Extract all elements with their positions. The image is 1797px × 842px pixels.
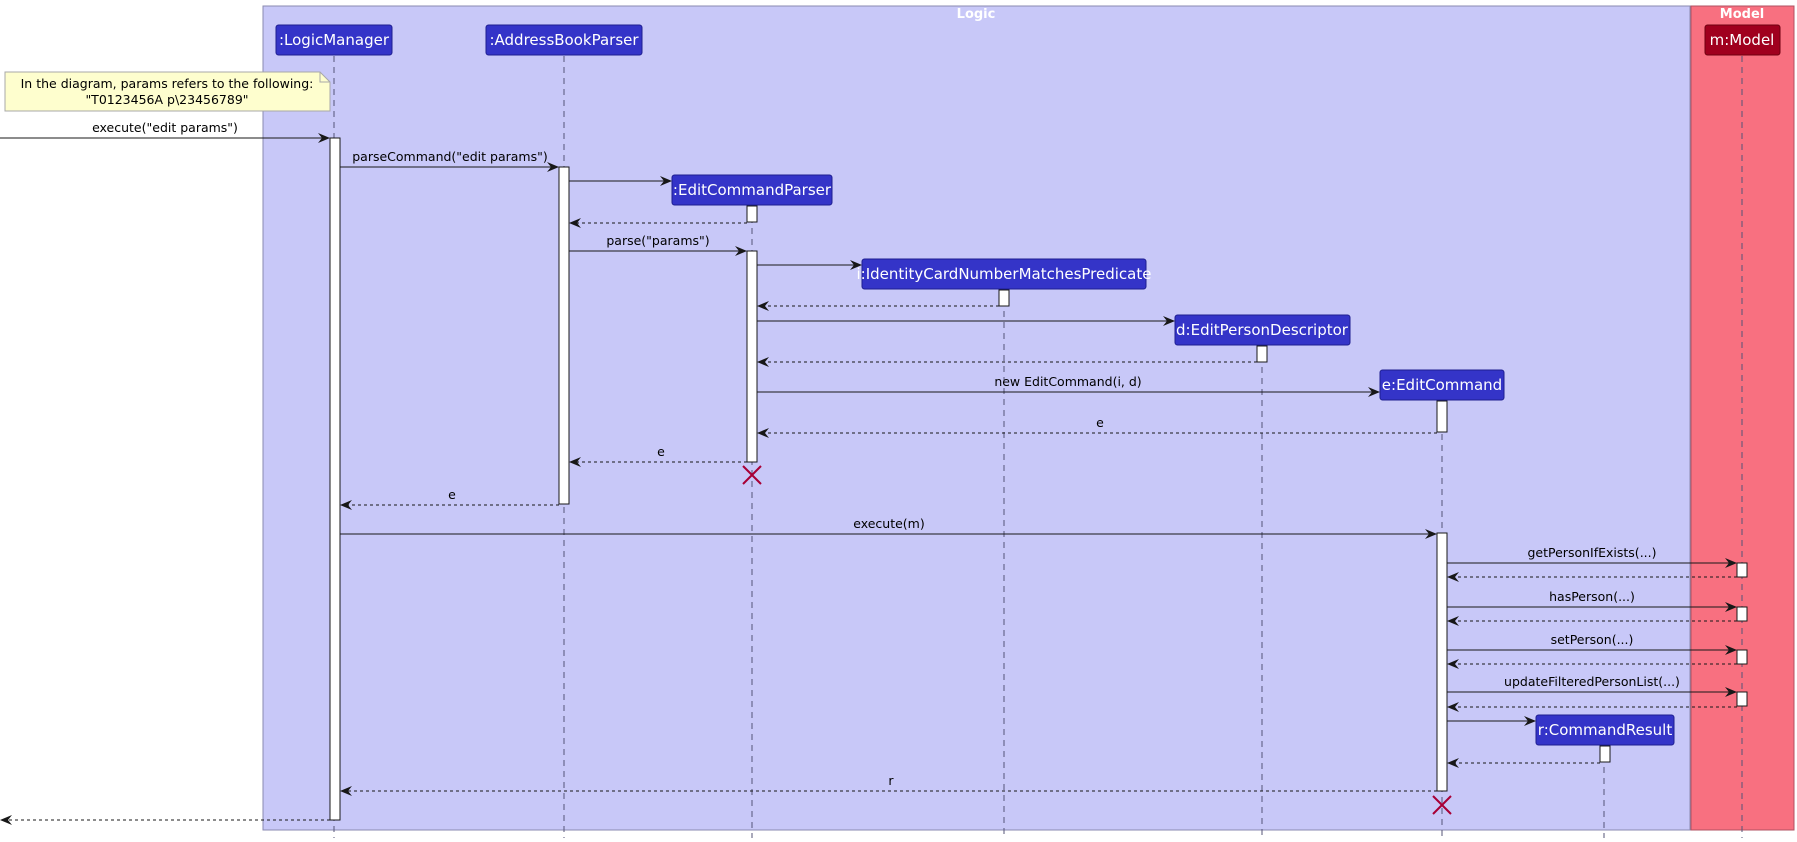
participant-predicate: i:IdentityCardNumberMatchesPredicate [857,258,1152,290]
message-label: execute("edit params") [92,120,238,135]
participant-edit-command-parser: :EditCommandParser [671,174,833,206]
participant-label: :AddressBookParser [489,31,639,49]
activation-edit-person-descriptor [1256,345,1268,363]
participant-label: d:EditPersonDescriptor [1176,321,1349,339]
participant-label: :LogicManager [279,31,390,49]
note-line-2: "T0123456A p\23456789" [85,92,248,107]
activation-edit-command-parser-init [746,205,758,223]
activation-model-2 [1736,606,1748,622]
participant-label: r:CommandResult [1538,721,1673,739]
message-label: e [1096,415,1104,430]
note-line-1: In the diagram, params refers to the fol… [21,76,314,91]
participant-label: i:IdentityCardNumberMatchesPredicate [857,265,1152,283]
message-label: new EditCommand(i, d) [994,374,1141,389]
activation-model-3 [1736,649,1748,665]
activation-edit-command-parser-parse [746,250,758,463]
activation-edit-command-init [1436,400,1448,433]
group-logic: Logic [262,5,1691,831]
message-label: updateFilteredPersonList(...) [1504,674,1680,689]
destroy-edit-command-parser [742,465,762,485]
participant-label: :EditCommandParser [673,181,832,199]
activation-bars [329,137,1748,821]
message-label: execute(m) [853,516,925,531]
activation-command-result [1599,745,1611,763]
participant-edit-command: e:EditCommand [1379,369,1505,401]
message-label: parseCommand("edit params") [352,149,548,164]
group-model-title: Model [1720,7,1764,22]
message-label: e [657,444,665,459]
participant-model: m:Model [1704,24,1781,56]
group-logic-title: Logic [957,7,996,22]
participant-command-result: r:CommandResult [1535,714,1675,746]
activation-predicate [998,289,1010,307]
activation-edit-command-execute [1436,532,1448,792]
message-label: getPersonIfExists(...) [1528,545,1657,560]
message-label: parse("params") [606,233,709,248]
destroy-edit-command [1432,795,1452,815]
destroy-markers [742,465,1452,815]
activation-model-4 [1736,691,1748,707]
participant-address-book-parser: :AddressBookParser [485,24,643,56]
participant-logic-manager: :LogicManager [275,24,393,56]
activation-model-1 [1736,562,1748,578]
participant-label: e:EditCommand [1382,376,1502,394]
activation-address-book-parser [558,166,570,505]
participant-edit-person-descriptor: d:EditPersonDescriptor [1174,314,1351,346]
participant-label: m:Model [1710,31,1775,49]
message-label: e [448,487,456,502]
activation-logic-manager [329,137,341,821]
message-label: hasPerson(...) [1549,589,1635,604]
message-label: r [888,773,894,788]
message-label: setPerson(...) [1551,632,1634,647]
note: In the diagram, params refers to the fol… [4,71,331,112]
messages: execute("edit params") parseCommand("edi… [0,120,1737,825]
